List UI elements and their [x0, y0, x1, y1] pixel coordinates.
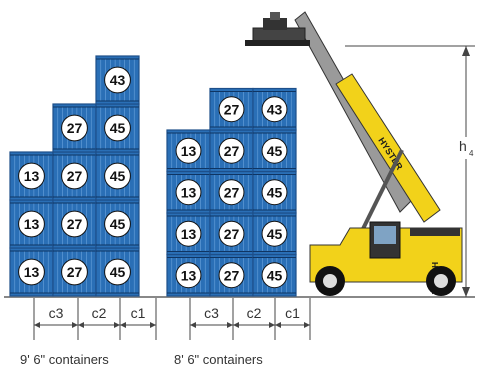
- container-badge: [218, 179, 245, 206]
- container-number: 45: [267, 184, 283, 200]
- container-number: 27: [224, 267, 240, 283]
- container-badge: [261, 137, 288, 164]
- container-number: 45: [110, 168, 126, 184]
- height-dimension: h 4: [345, 45, 477, 297]
- container: 45: [95, 103, 140, 153]
- clearance-label: c2: [92, 305, 107, 321]
- container-number: 13: [24, 168, 40, 184]
- clearance-label: c3: [204, 305, 219, 321]
- height-dimension-label: h: [459, 138, 467, 154]
- container: 45: [95, 151, 140, 201]
- container-number: 27: [67, 216, 83, 232]
- container: 13: [9, 247, 54, 297]
- left-stack-caption: 9' 6" containers: [20, 352, 109, 367]
- container-badge: [61, 258, 88, 286]
- container-number: 13: [181, 267, 197, 283]
- container: 45: [252, 170, 297, 214]
- reach-stacker-boom-yellow: [335, 73, 441, 223]
- container-badge: [175, 262, 202, 289]
- container: 13: [166, 253, 211, 297]
- container-number: 13: [24, 216, 40, 232]
- container-number: 45: [110, 264, 126, 280]
- container-number: 45: [267, 143, 283, 159]
- container-badge: [18, 162, 45, 190]
- container-badge: [104, 162, 131, 190]
- container-number: 45: [267, 226, 283, 242]
- container-badge: [175, 220, 202, 247]
- container-number: 27: [67, 168, 83, 184]
- container: 13: [166, 212, 211, 256]
- container: 27: [209, 87, 254, 131]
- container: 27: [209, 129, 254, 173]
- right-stack-caption: 8' 6" containers: [174, 352, 263, 367]
- container-badge: [218, 96, 245, 123]
- container: 27: [52, 199, 97, 249]
- container-number: 45: [267, 267, 283, 283]
- clearance-label: c1: [131, 305, 146, 321]
- container: 13: [166, 170, 211, 214]
- container-badge: [175, 137, 202, 164]
- container: 27: [52, 151, 97, 201]
- container-number: 27: [224, 101, 240, 117]
- container-badge: [61, 162, 88, 190]
- container: 45: [252, 253, 297, 297]
- clearance-label: c3: [49, 305, 64, 321]
- container-number: 13: [181, 143, 197, 159]
- container-badge: [175, 179, 202, 206]
- height-dimension-subscript: 4: [469, 149, 474, 158]
- container-number: 13: [24, 264, 40, 280]
- container: 27: [209, 212, 254, 256]
- container: 27: [52, 247, 97, 297]
- container-number: 27: [224, 143, 240, 159]
- container-badge: [261, 262, 288, 289]
- container-badge: [61, 114, 88, 142]
- container-number: 45: [110, 216, 126, 232]
- container-badge: [104, 66, 131, 94]
- container-badge: [104, 114, 131, 142]
- container: 43: [95, 55, 140, 105]
- container-badge: [18, 210, 45, 238]
- container: 43: [252, 87, 297, 131]
- rear-wheel: [426, 266, 456, 296]
- container: 45: [95, 199, 140, 249]
- reach-stacker: HYSTER HYSTER: [245, 11, 463, 296]
- container-badge: [104, 258, 131, 286]
- container: 13: [9, 199, 54, 249]
- container-badge: [218, 262, 245, 289]
- container-number: 13: [181, 184, 197, 200]
- container-badge: [61, 210, 88, 238]
- container-number: 43: [110, 72, 126, 88]
- container: 27: [52, 103, 97, 153]
- container: 45: [252, 129, 297, 173]
- container-number: 45: [110, 120, 126, 136]
- front-wheel: [315, 266, 345, 296]
- container-badge: [261, 179, 288, 206]
- container-badge: [261, 220, 288, 247]
- right-container-stack: 13 13 13 13 27 27 27 27 27 45 45 45 45 43: [166, 87, 297, 297]
- container: 13: [9, 151, 54, 201]
- container-number: 27: [224, 184, 240, 200]
- spreader: [245, 12, 310, 46]
- container-badge: [218, 220, 245, 247]
- left-container-stack: 13 13 13 27 27 27 27 45 45 45 45 43: [9, 55, 140, 297]
- clearance-label: c2: [247, 305, 262, 321]
- container: 45: [252, 212, 297, 256]
- container-number: 13: [181, 226, 197, 242]
- left-clearance-dimensions: c3 c2 c1: [33, 298, 157, 340]
- container: 45: [95, 247, 140, 297]
- container-badge: [261, 96, 288, 123]
- container-badge: [104, 210, 131, 238]
- right-clearance-dimensions: c3 c2 c1: [189, 298, 311, 340]
- container-badge: [218, 137, 245, 164]
- container-number: 27: [67, 120, 83, 136]
- container: 27: [209, 170, 254, 214]
- container: 13: [166, 129, 211, 173]
- clearance-label: c1: [285, 305, 300, 321]
- container: 27: [209, 253, 254, 297]
- container-number: 27: [67, 264, 83, 280]
- container-number: 43: [267, 101, 283, 117]
- container-badge: [18, 258, 45, 286]
- container-number: 27: [224, 226, 240, 242]
